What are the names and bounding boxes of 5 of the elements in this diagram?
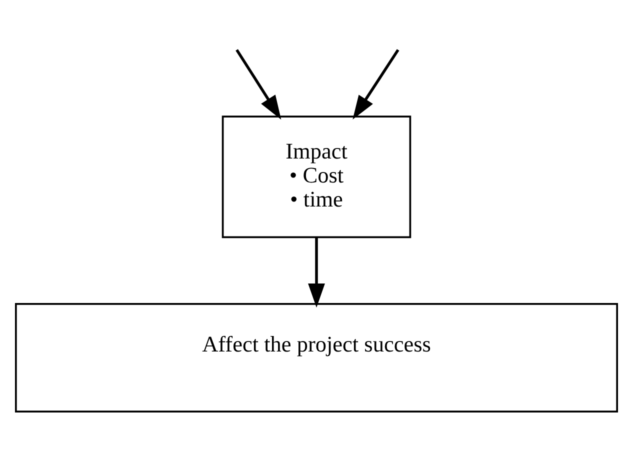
arrow bbox=[236, 48, 282, 120]
arrow bbox=[308, 236, 325, 308]
arrow bbox=[352, 48, 400, 120]
node-box: Affect the project success bbox=[14, 302, 618, 412]
node-box: Impact • Cost • time bbox=[222, 115, 412, 238]
